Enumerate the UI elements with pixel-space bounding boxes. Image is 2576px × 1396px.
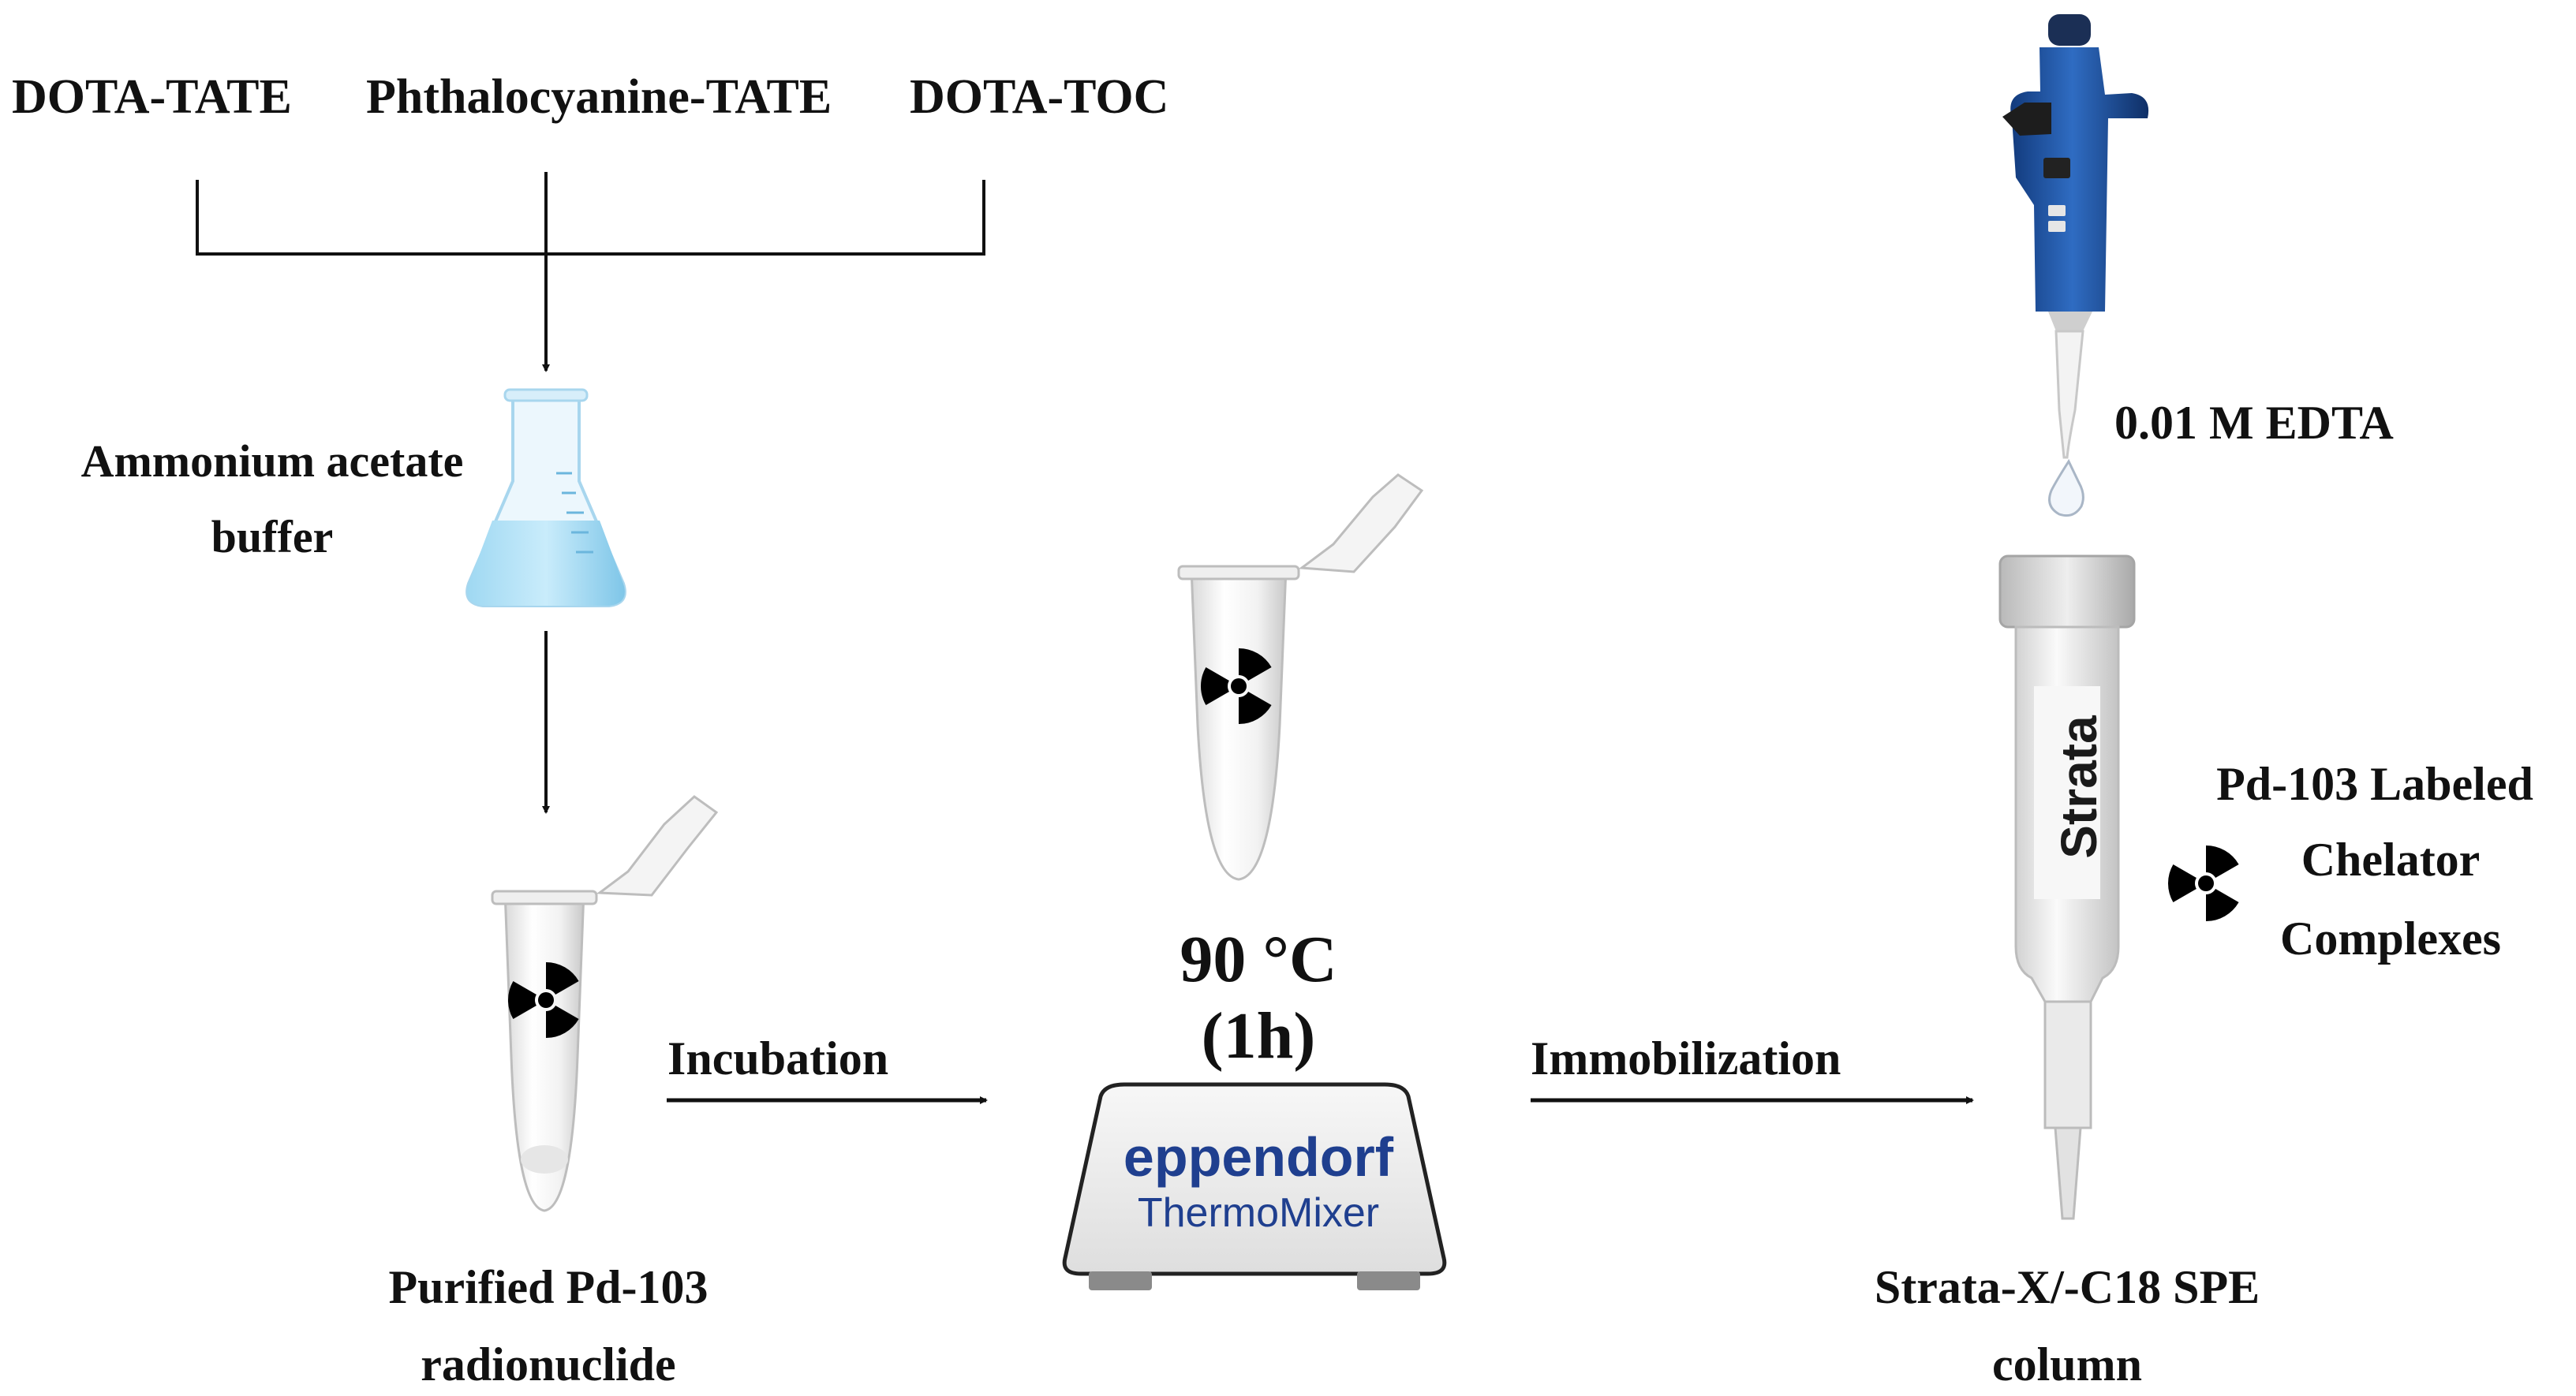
incubation-label: Incubation (667, 1032, 889, 1084)
reagent-dota-tate: DOTA-TATE (12, 70, 292, 124)
pd103-tube (491, 795, 719, 1212)
thermomixer-device (1062, 1082, 1447, 1290)
immobilization-label: Immobilization (1531, 1032, 1841, 1084)
product-label-line3: Complexes (2280, 913, 2501, 965)
thermomixer-brand: eppendorf (1123, 1126, 1394, 1188)
edta-droplet (2048, 458, 2084, 517)
column-brand: Strata (2051, 715, 2107, 859)
reagent-bracket (196, 180, 985, 256)
reagent-dota-toc: DOTA-TOC (910, 70, 1169, 124)
purified-label-line2: radionuclide (421, 1338, 676, 1390)
time-label: (1h) (1201, 999, 1316, 1073)
temperature-label: 90 °C (1180, 923, 1337, 996)
buffer-flask (465, 388, 626, 607)
incubation-tube (1177, 473, 1424, 881)
buffer-label-line1: Ammonium acetate (80, 435, 464, 487)
purified-label-line1: Purified Pd-103 (388, 1261, 708, 1313)
reagent-phthalocyanine-tate: Phthalocyanine-TATE (366, 70, 832, 124)
column-label-line1: Strata-X/-C18 SPE (1874, 1261, 2260, 1313)
spe-column (1998, 554, 2136, 1220)
product-label-line1: Pd-103 Labeled (2216, 758, 2533, 810)
eluent-label: 0.01 M EDTA (2114, 397, 2394, 449)
thermomixer-model: ThermoMixer (1137, 1190, 1380, 1236)
column-label-line2: column (1991, 1338, 2143, 1390)
product-label-line2: Chelator (2301, 834, 2481, 886)
pipette (2002, 14, 2149, 459)
buffer-label-line2: buffer (211, 511, 334, 562)
